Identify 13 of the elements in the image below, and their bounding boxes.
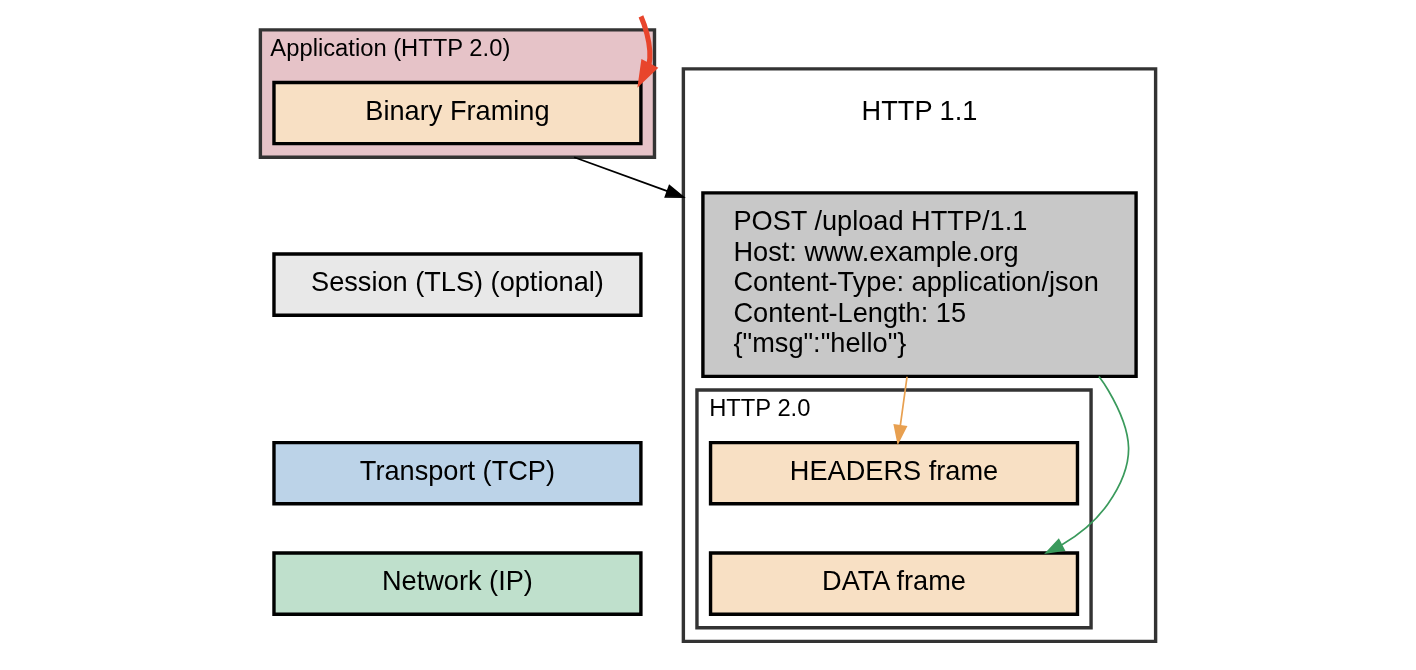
node-box: HEADERS frame bbox=[708, 440, 1080, 506]
node-box: Transport (TCP) bbox=[272, 440, 643, 506]
node-box: POST /upload HTTP/1.1 Host: www.example.org Content-Type: application/json Content-Length: 15 {"msg":"hello"} bbox=[701, 191, 1138, 379]
node-box: DATA frame bbox=[708, 551, 1080, 616]
node-label: HTTP 1.1 bbox=[861, 94, 978, 126]
arrow bbox=[637, 15, 659, 88]
arrow bbox=[893, 375, 908, 446]
arrow bbox=[1044, 375, 1130, 554]
node-box: Network (IP) bbox=[272, 551, 643, 616]
arrow bbox=[573, 156, 686, 198]
node-box: Session (TLS) (optional) bbox=[272, 252, 643, 317]
node-box: Binary Framing bbox=[272, 80, 643, 146]
cluster bbox=[681, 67, 1158, 644]
